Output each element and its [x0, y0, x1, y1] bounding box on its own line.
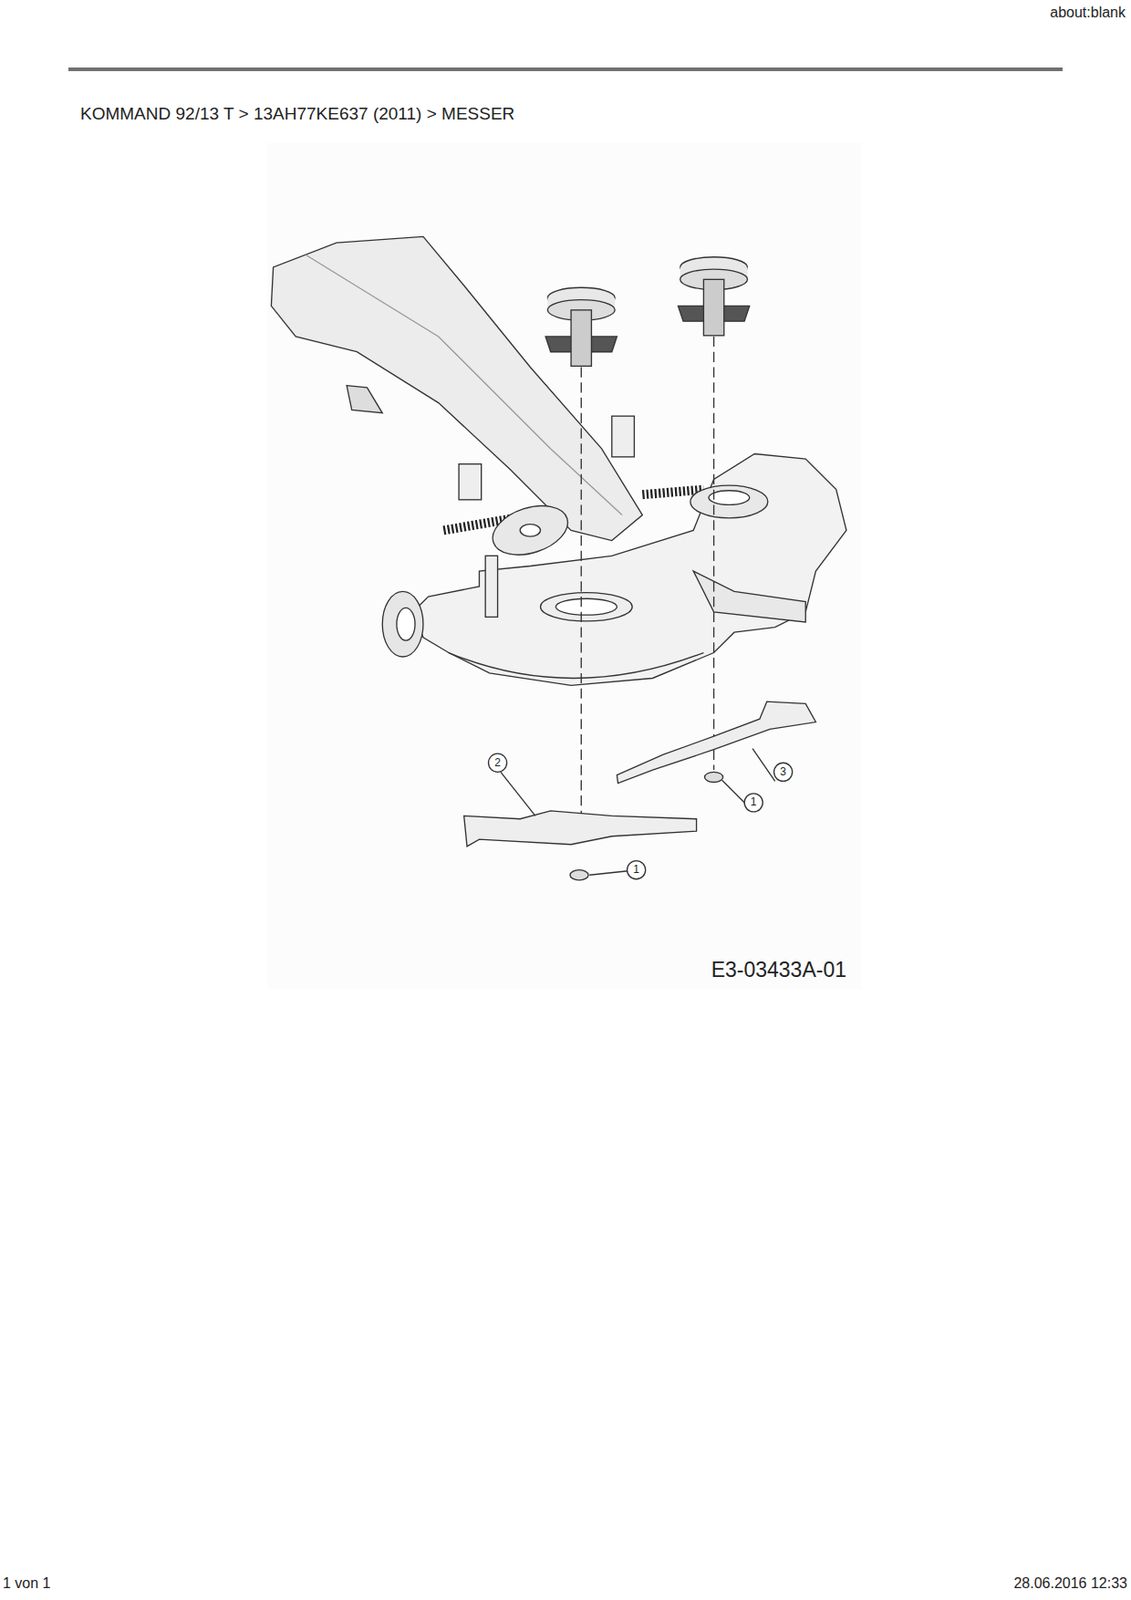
callout-number: 2: [494, 757, 501, 769]
header-rule: [68, 67, 1063, 72]
drawing-code: E3-03433A-01: [711, 958, 847, 982]
callout-number: 3: [779, 766, 787, 779]
browser-url: about:blank: [1049, 4, 1126, 21]
page-count: 1 von 1: [2, 1575, 51, 1592]
breadcrumb-title: KOMMAND 92/13 T > 13AH77KE637 (2011) > M…: [80, 104, 515, 125]
mower-deck-drawing: [267, 143, 862, 990]
callout-number: 1: [632, 863, 640, 876]
timestamp: 28.06.2016 12:33: [1013, 1575, 1128, 1592]
callout-number: 1: [750, 796, 758, 809]
